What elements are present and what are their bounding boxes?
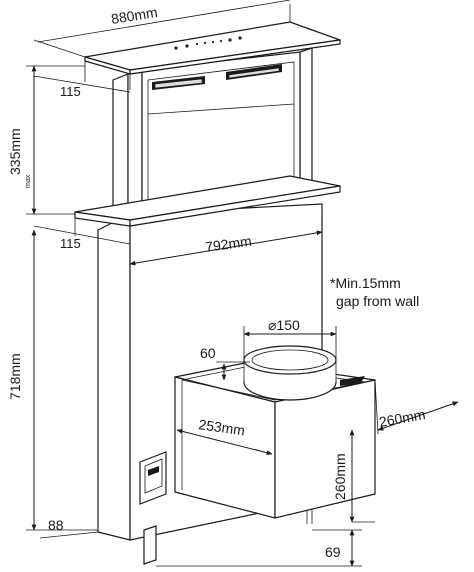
dim-duct-offset: 60 <box>200 345 250 381</box>
electrical-connector <box>139 451 167 505</box>
label-rise-height-suffix: max <box>25 174 32 188</box>
dim-bottom-depth: 88 <box>39 517 131 541</box>
dim-body-height: 718mm <box>7 229 98 531</box>
label-body-height: 718mm <box>7 353 23 400</box>
label-top-depth: 115 <box>60 84 81 99</box>
cover-plate <box>74 175 341 227</box>
note-line-1: *Min.15mm <box>330 275 401 291</box>
dim-motor-width: 260mm <box>274 379 459 435</box>
control-buttons-icon <box>174 36 242 50</box>
label-body-depth: 115 <box>60 236 81 251</box>
label-top-width: 880mm <box>110 4 159 27</box>
dim-motor-height: 260mm <box>332 429 375 523</box>
label-motor-depth: 253mm <box>198 416 246 438</box>
dim-body-depth: 115 <box>33 218 131 251</box>
label-bottom-depth: 88 <box>48 517 64 533</box>
note-line-2: gap from wall <box>336 293 419 309</box>
label-duct-diameter: ⌀150 <box>268 317 300 333</box>
dim-motor-depth: 253mm <box>176 416 273 456</box>
label-body-width: 792mm <box>204 233 252 255</box>
label-duct-offset: 60 <box>200 345 216 361</box>
dim-duct-diameter: ⌀150 <box>243 317 337 360</box>
label-bottom-height: 69 <box>325 544 341 560</box>
dim-top-width: 880mm <box>33 0 291 58</box>
dim-body-width: 792mm <box>129 230 323 266</box>
top-lid <box>84 21 341 75</box>
duct-collar <box>243 345 365 401</box>
dim-top-depth: 115 <box>33 61 131 99</box>
label-motor-height: 260mm <box>332 453 348 500</box>
dim-bottom-height: 69 <box>156 529 362 567</box>
label-rise-height: 335mm <box>7 128 23 175</box>
dim-rise-height: 335mm max <box>7 65 85 215</box>
label-motor-width: 260mm <box>378 406 427 430</box>
